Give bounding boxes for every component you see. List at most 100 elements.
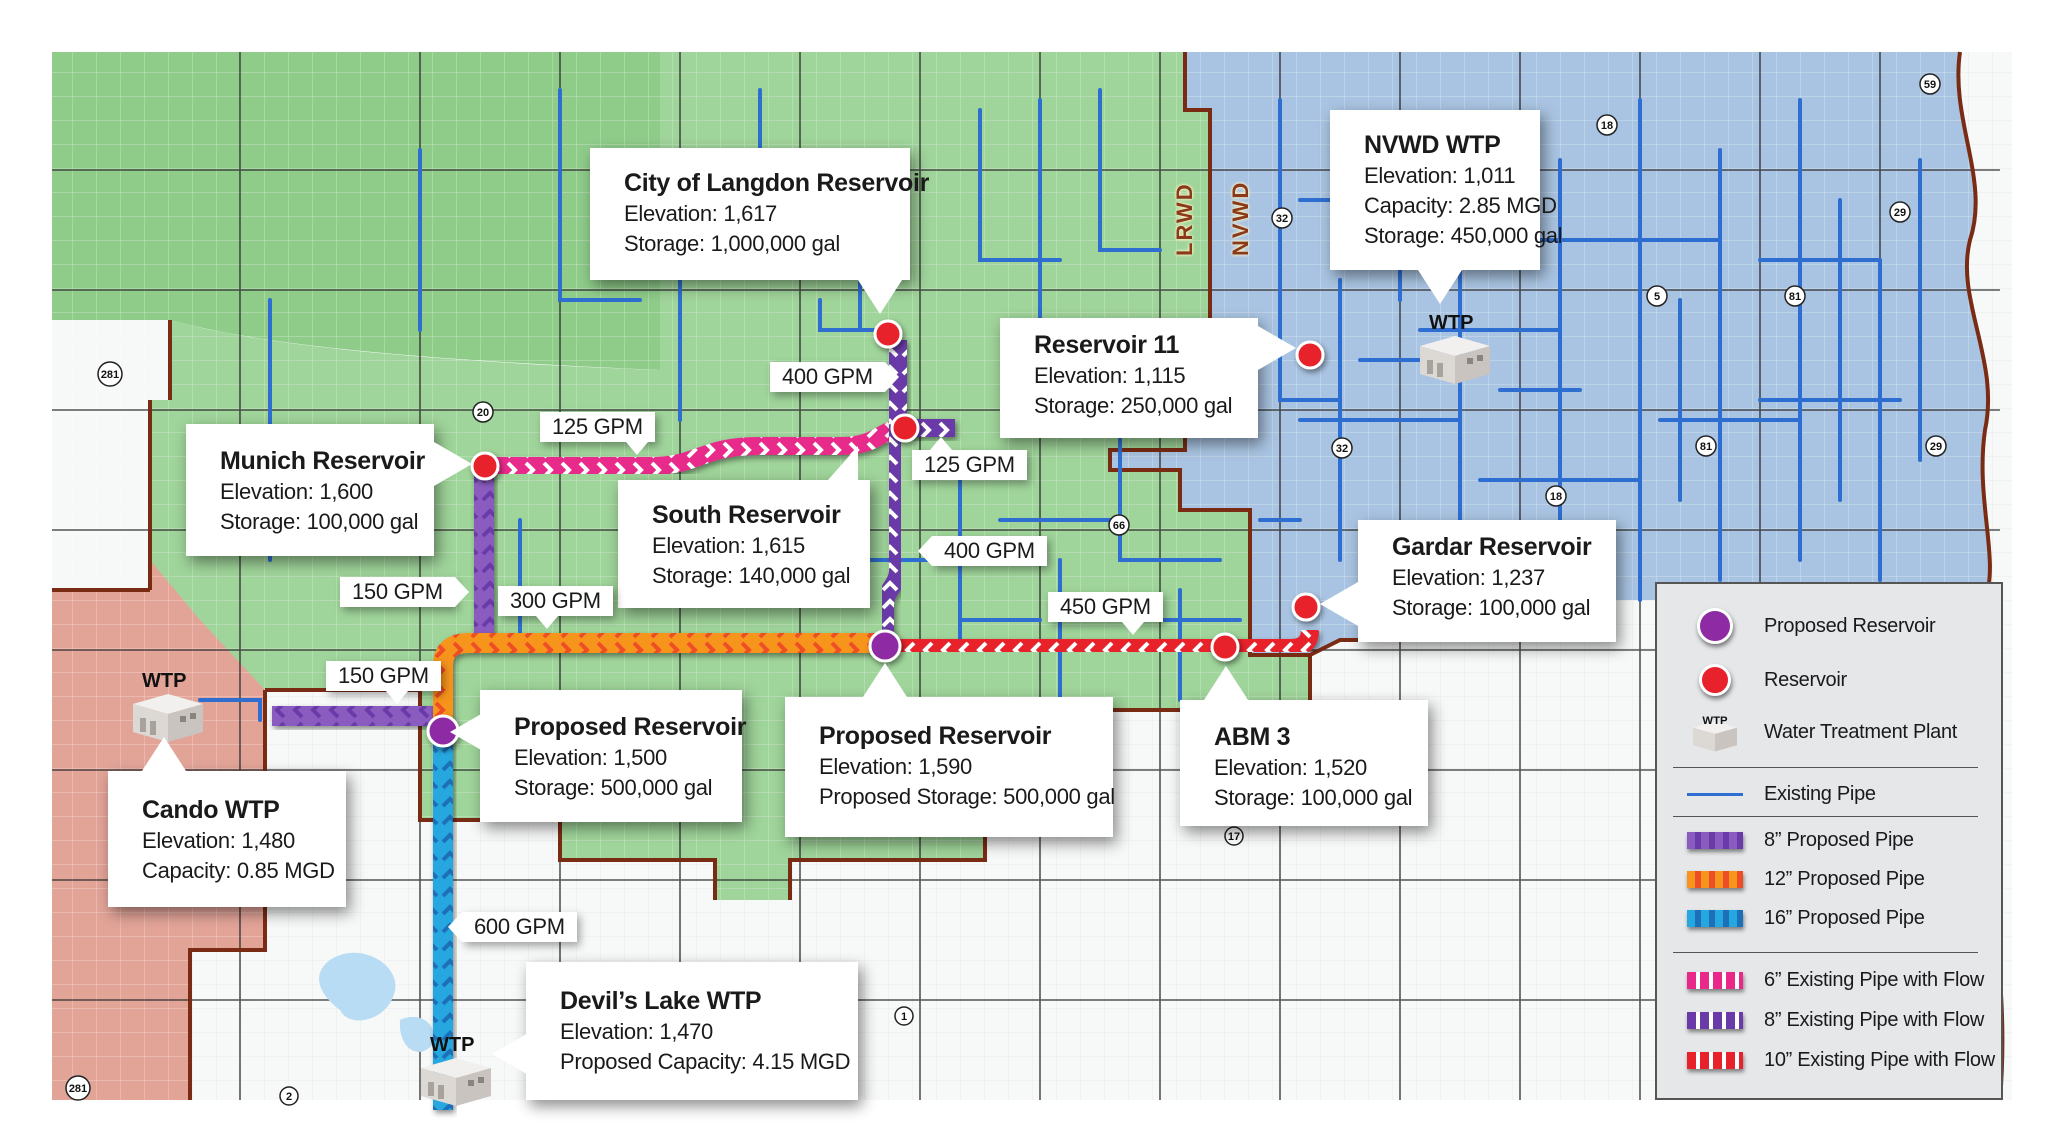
- highway-shield-18: 18: [1596, 114, 1618, 136]
- flow-label-south-east: 125 GPM: [912, 437, 1027, 480]
- callout-elevation: Elevation: 1,615: [652, 533, 805, 558]
- callout-capacity: Capacity: 2.85 MGD: [1364, 193, 1557, 218]
- callout-pointer: [1418, 270, 1462, 304]
- highway-shield-20: 20: [472, 401, 494, 423]
- legend-label: 8” Proposed Pipe: [1764, 829, 1914, 851]
- flow-pointer: [386, 691, 408, 704]
- pipe-8in-proposed-icon: [1685, 822, 1745, 858]
- callout-pointer: [1204, 666, 1248, 700]
- callout-pointer: [1258, 326, 1296, 370]
- wtp-icon-devils-lake[interactable]: WTP: [416, 1034, 496, 1110]
- legend-divider: [1673, 952, 1978, 953]
- callout-proposed-reservoir-2: Proposed Reservoir Elevation: 1,590 Prop…: [785, 663, 1115, 837]
- flow-value: 150 GPM: [352, 579, 443, 604]
- building-icon: [1420, 336, 1490, 384]
- callout-pointer: [1320, 582, 1358, 626]
- svg-text:5: 5: [1654, 291, 1660, 303]
- callout-storage: Storage: 100,000 gal: [1214, 785, 1413, 810]
- flow-value: 125 GPM: [552, 414, 643, 439]
- flow-pointer: [930, 437, 952, 450]
- callout-title: Gardar Reservoir: [1392, 533, 1592, 561]
- callout-elevation: Elevation: 1,500: [514, 745, 667, 770]
- callout-pointer: [828, 446, 858, 480]
- callout-title: Cando WTP: [142, 796, 280, 824]
- flow-pointer: [1122, 622, 1144, 635]
- legend-label: Water Treatment Plant: [1764, 721, 1958, 743]
- flow-value: 450 GPM: [1060, 594, 1151, 619]
- svg-text:281: 281: [101, 369, 119, 381]
- callout-abm3: ABM 3 Elevation: 1,520 Storage: 100,000 …: [1180, 666, 1428, 826]
- callout-pointer: [450, 710, 488, 754]
- legend-label: Reservoir: [1764, 669, 1847, 691]
- reservoir-marker-res11: [1295, 340, 1325, 370]
- callout-storage: Storage: 100,000 gal: [1392, 595, 1591, 620]
- legend-label: 10” Existing Pipe with Flow: [1764, 1049, 1995, 1071]
- flow-label-red-main: 450 GPM: [1048, 592, 1163, 635]
- svg-text:81: 81: [1700, 441, 1712, 453]
- highway-shield-18b: 18: [1545, 485, 1567, 507]
- legend-divider: [1673, 767, 1978, 768]
- reservoir-marker-abm3: [1210, 632, 1240, 662]
- callout-munich-reservoir: Munich Reservoir Elevation: 1,600 Storag…: [186, 424, 472, 556]
- highway-shield-5: 5: [1646, 285, 1668, 307]
- svg-text:18: 18: [1601, 120, 1613, 132]
- callout-storage: Storage: 1,000,000 gal: [624, 231, 841, 256]
- callout-title: Devil’s Lake WTP: [560, 987, 762, 1015]
- wtp-icon-nvwd[interactable]: WTP: [1415, 312, 1495, 388]
- highway-shield-17: 17: [1224, 826, 1244, 846]
- pipe-8in-proposed-munich-down: [474, 470, 494, 640]
- highway-shield-29: 29: [1889, 201, 1911, 223]
- pipe-12in-proposed-main: [433, 633, 885, 725]
- reservoir-marker-munich: [470, 451, 500, 481]
- callout-storage: Storage: 140,000 gal: [652, 563, 851, 588]
- callout-capacity: Capacity: 0.85 MGD: [142, 858, 335, 883]
- svg-text:29: 29: [1894, 207, 1906, 219]
- reservoir-marker-gardar: [1291, 592, 1321, 622]
- highway-shield-32b: 32: [1331, 437, 1353, 459]
- legend-item-wtp: WTP Water Treatment Plant: [1657, 714, 2001, 752]
- highway-shield-281b: 281: [65, 1075, 91, 1101]
- callout-pointer: [863, 663, 907, 697]
- callout-cando-wtp: Cando WTP Elevation: 1,480 Capacity: 0.8…: [108, 737, 346, 907]
- highway-shield-29b: 29: [1925, 435, 1947, 457]
- legend-label: 6” Existing Pipe with Flow: [1764, 969, 1985, 991]
- callout-title: Proposed Reservoir: [514, 713, 747, 741]
- legend-label: 16” Proposed Pipe: [1764, 907, 1925, 929]
- pipe-10in-existing-red-horizontal: [885, 629, 1319, 657]
- callout-pointer: [434, 442, 472, 486]
- legend-item-16in-proposed: 16” Proposed Pipe: [1657, 900, 2001, 936]
- legend-label: Existing Pipe: [1764, 783, 1876, 805]
- legend-item-existing-pipe: Existing Pipe: [1657, 776, 2001, 812]
- flow-value: 400 GPM: [944, 538, 1035, 563]
- highway-shield-66: 66: [1108, 514, 1130, 536]
- callout-storage: Proposed Storage: 500,000 gal: [819, 784, 1115, 809]
- legend-label: 12” Proposed Pipe: [1764, 868, 1925, 890]
- legend-item-reservoir: Reservoir: [1657, 662, 2001, 698]
- wtp-icon-label: WTP: [1429, 312, 1474, 334]
- flow-label-munich-east: 125 GPM: [540, 412, 655, 455]
- highway-shield-281: 281: [97, 361, 123, 387]
- highway-shield-59: 59: [1919, 73, 1941, 95]
- callout-capacity: Proposed Capacity: 4.15 MGD: [560, 1049, 851, 1074]
- callout-title: Reservoir 11: [1034, 331, 1180, 359]
- flow-label-devils-up: 600 GPM: [448, 912, 577, 942]
- svg-text:WTP: WTP: [1702, 715, 1728, 727]
- callout-elevation: Elevation: 1,480: [142, 828, 295, 853]
- callout-title: Proposed Reservoir: [819, 722, 1052, 750]
- pipe-16in-proposed-icon: [1685, 900, 1745, 936]
- flow-pointer: [536, 616, 558, 629]
- flow-label-langdon-down: 400 GPM: [770, 362, 899, 392]
- pipe-6in-existing-flow-icon: [1685, 962, 1745, 998]
- reservoir-marker-langdon: [873, 319, 903, 349]
- flow-pointer: [448, 912, 462, 942]
- callout-elevation: Elevation: 1,617: [624, 201, 777, 226]
- callout-storage: Storage: 500,000 gal: [514, 775, 713, 800]
- wtp-icon-cando[interactable]: WTP: [128, 670, 208, 746]
- wtp-building-icon: WTP: [1685, 714, 1745, 752]
- pipe-12in-proposed-icon: [1685, 861, 1745, 897]
- flow-pointer: [626, 442, 648, 455]
- proposed-reservoir-marker-2: [868, 629, 902, 663]
- highway-shield-81: 81: [1784, 285, 1806, 307]
- callout-gardar-reservoir: Gardar Reservoir Elevation: 1,237 Storag…: [1320, 520, 1616, 642]
